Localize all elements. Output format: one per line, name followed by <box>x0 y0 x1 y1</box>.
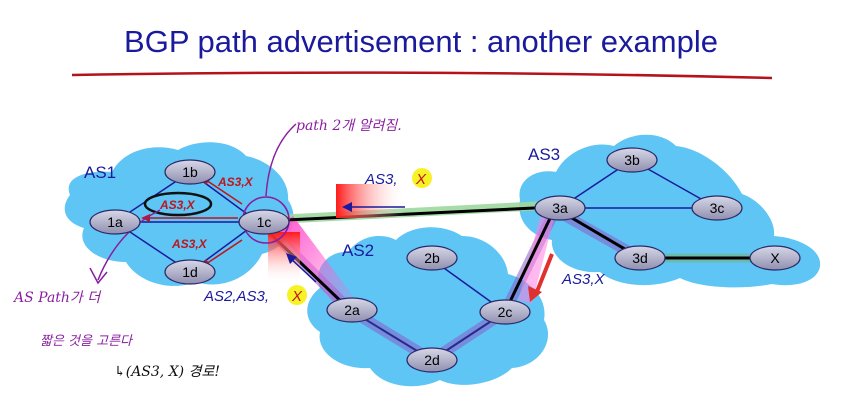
router-label-3d: 3d <box>632 250 648 266</box>
router-label-1b: 1b <box>182 164 198 180</box>
hand-ellipse-as1 <box>143 191 213 217</box>
router-label-x: X <box>770 250 780 266</box>
router-label-2b: 2b <box>424 250 440 266</box>
as1-label: AS1 <box>84 163 116 182</box>
advert-label-as1-top: AS3,X <box>217 175 254 189</box>
router-label-2d: 2d <box>424 352 440 368</box>
router-2a: 2a <box>326 297 378 323</box>
hand-note-chosen: ↳(AS3, X) 경로! <box>114 364 220 380</box>
router-label-3a: 3a <box>552 200 568 216</box>
router-3d: 3d <box>614 245 666 271</box>
router-3c: 3c <box>691 195 743 221</box>
router-label-1a: 1a <box>107 214 123 230</box>
advert-arrow-2a-1c <box>289 257 317 283</box>
hand-curve-as-path-note <box>97 209 161 281</box>
router-1a: 1a <box>89 209 141 235</box>
router-label-3c: 3c <box>710 200 725 216</box>
router-label-3b: 3b <box>624 152 640 168</box>
router-3a: 3a <box>534 195 586 221</box>
hand-note-path: path 2개 알려짐. <box>296 118 402 134</box>
router-label-2c: 2c <box>498 304 513 320</box>
slide-title: BGP path advertisement : another example <box>124 24 718 59</box>
router-2c: 2c <box>479 299 531 325</box>
highlight-x-ebgp <box>412 168 432 188</box>
advert-block-3a-1c <box>336 184 406 218</box>
as3-cloud <box>519 134 821 288</box>
hand-note-shorter: 짧은 것을 고른다 <box>40 334 134 349</box>
router-x: X <box>749 245 801 271</box>
advert-label-as2-prefix: AS2,AS3, <box>203 288 269 305</box>
router-label-2a: 2a <box>344 302 360 318</box>
as2-cloud <box>307 227 549 387</box>
advert-label-as1-middle: AS3,X <box>159 198 196 212</box>
router-1c: 1c <box>238 209 290 235</box>
advert-label-as3-to-as2: AS3,X <box>561 271 606 288</box>
as2-label: AS2 <box>342 241 374 260</box>
advert-arrow-3a-2c <box>534 253 554 295</box>
as3-label: AS3 <box>528 145 560 164</box>
router-1d: 1d <box>164 259 216 285</box>
advert-arrowhead-2a-1c <box>286 253 297 264</box>
router-label-1d: 1d <box>182 264 198 280</box>
title-underline <box>71 71 773 80</box>
hand-curve-path-note <box>265 123 297 197</box>
advert-label-as2-x: X <box>291 288 303 305</box>
router-2b: 2b <box>406 245 458 271</box>
advert-label-ebgp-x: X <box>415 171 427 188</box>
hand-arrowhead-as-path <box>89 267 108 285</box>
advert-label-as1-bottom: AS3,X <box>171 237 208 251</box>
router-2d: 2d <box>406 347 458 373</box>
router-3b: 3b <box>606 147 658 173</box>
router-label-1c: 1c <box>257 214 272 230</box>
router-1b: 1b <box>164 159 216 185</box>
highlight-x-as2 <box>287 285 307 305</box>
advert-arrowhead-3a-2c <box>528 286 542 302</box>
advert-label-ebgp-prefix: AS3, <box>364 171 398 188</box>
hand-note-as-path: AS Path가 더 <box>12 290 102 306</box>
advert-arrowhead-3a-1c <box>342 202 352 212</box>
